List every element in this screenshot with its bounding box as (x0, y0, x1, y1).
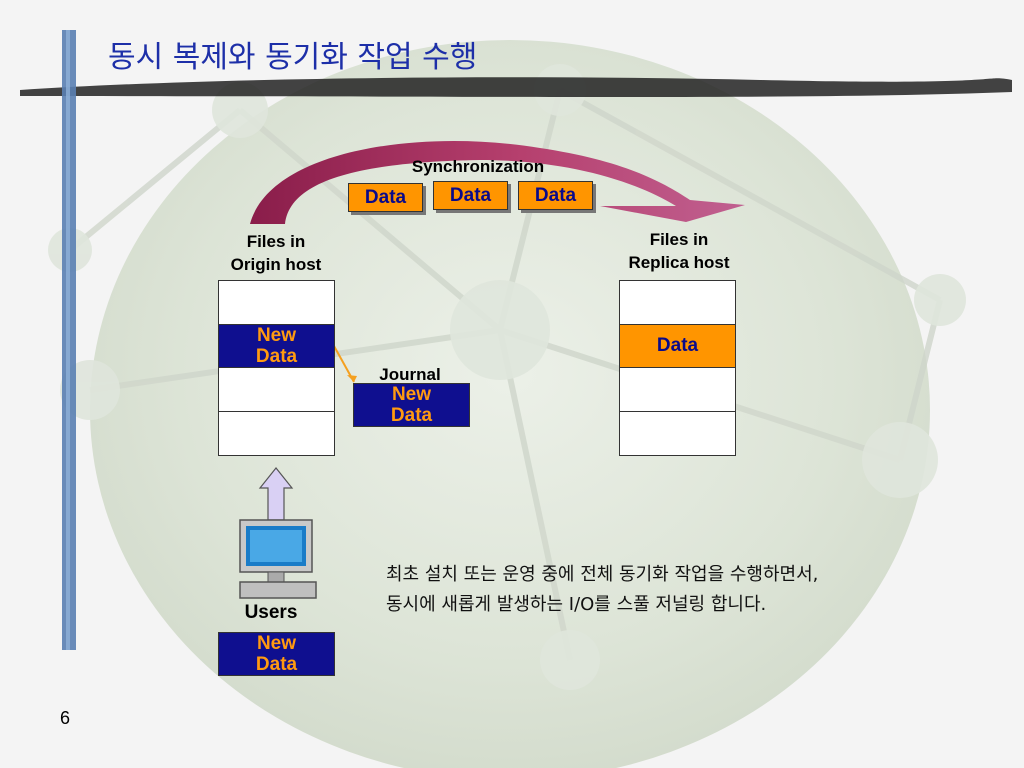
sync-chip-2: Data (433, 181, 508, 210)
origin-label-line2: Origin host (230, 255, 322, 274)
replica-data-block: Data (619, 324, 736, 368)
origin-file-row (218, 367, 335, 412)
replica-label: Files in Replica host (606, 228, 752, 274)
replica-file-row (619, 411, 736, 456)
origin-file-row (218, 280, 335, 325)
origin-label: Files in Origin host (206, 230, 346, 276)
users-new-data-block: New Data (218, 632, 335, 676)
sync-label: Synchronization (411, 157, 545, 176)
page-number: 6 (60, 708, 71, 728)
sync-chip-1: Data (348, 183, 423, 212)
description-line-2: 동시에 새롭게 발생하는 I/O를 스풀 저널링 합니다. (386, 594, 767, 615)
users-new-data-line2: Data (255, 654, 298, 675)
replica-label-line1: Files in (649, 230, 709, 249)
replica-file-row (619, 280, 736, 325)
journal-new-data-line2: Data (390, 405, 433, 426)
origin-new-data-line1: New (256, 325, 297, 346)
journal-label: Journal (379, 365, 441, 384)
journal-new-data-line1: New (391, 384, 432, 405)
journal-new-data-block: New Data (353, 383, 470, 427)
users-new-data-line1: New (256, 633, 297, 654)
description-line-1: 최초 설치 또는 운영 중에 전체 동기화 작업을 수행하면서, (386, 564, 819, 585)
origin-new-data-line2: Data (255, 346, 298, 367)
description-text: 최초 설치 또는 운영 중에 전체 동기화 작업을 수행하면서, 동시에 새롭게… (386, 560, 986, 620)
computer-icon (239, 519, 317, 599)
top-brush-stroke (20, 77, 1012, 97)
sync-chip-3: Data (518, 181, 593, 210)
origin-label-line1: Files in (246, 232, 306, 251)
users-label: Users (244, 602, 298, 623)
origin-new-data-block: New Data (218, 324, 335, 368)
slide-title: 동시 복제와 동기화 작업 수행 (108, 40, 478, 75)
replica-label-line2: Replica host (628, 253, 730, 272)
origin-file-row (218, 411, 335, 456)
replica-file-row (619, 367, 736, 412)
sync-arrow (250, 140, 745, 224)
